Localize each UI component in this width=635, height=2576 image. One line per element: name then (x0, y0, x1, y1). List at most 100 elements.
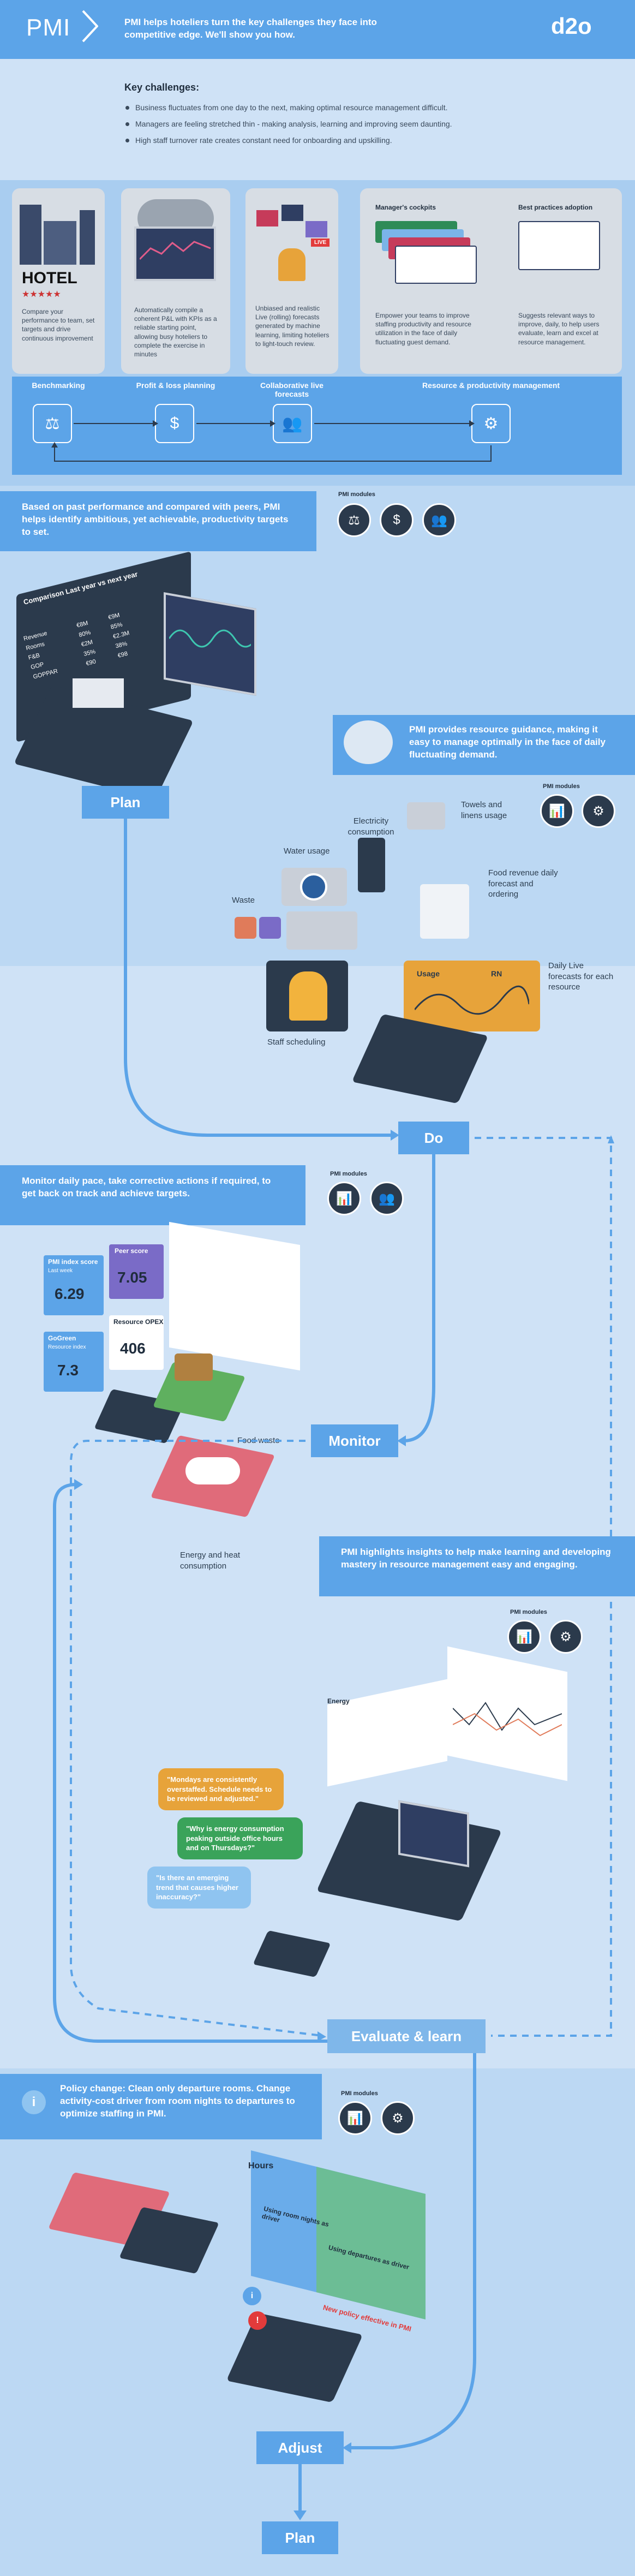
star-rating: ★★★★★ (22, 290, 61, 299)
monitor-icon (134, 226, 216, 281)
electricity-label: Electricity consumption (348, 816, 394, 837)
line-chart-icon (140, 241, 211, 260)
module-icon: ⚙ (549, 1620, 583, 1654)
collab-text: Unbiased and realistic Live (rolling) fo… (255, 305, 330, 348)
kpi-card (109, 1244, 164, 1299)
insight-bubble: "Why is energy consumption peaking outsi… (177, 1817, 303, 1859)
info-icon: i (22, 2090, 46, 2114)
kpi-card (109, 1315, 164, 1370)
stage-adjust: Adjust (256, 2431, 344, 2464)
kpi-title: Peer score (115, 1247, 148, 1255)
kpi-sub: Resource index (48, 1344, 86, 1350)
header-tagline: PMI helps hoteliers turn the key challen… (124, 17, 377, 40)
workflow-icon: ⚙ (471, 404, 511, 443)
profit-loss-card: Automatically compile a coherent P&L wit… (121, 188, 230, 374)
plan-banner: Based on past performance and compared w… (0, 491, 316, 551)
chart-tile-icon (256, 210, 278, 226)
food-waste-label: Food waste (237, 1436, 280, 1445)
kpi-value: 406 (120, 1340, 146, 1357)
insight-bubble: "Mondays are consistently overstaffed. S… (158, 1768, 284, 1810)
stage-evaluate: Evaluate & learn (327, 2019, 486, 2053)
hotel-building-icon (44, 221, 76, 265)
module-icon: 📊 (338, 2101, 372, 2135)
collab-label: Collaborative live forecasts (245, 377, 338, 403)
module-icon: 👥 (370, 1182, 404, 1215)
stage-do: Do (398, 1122, 469, 1154)
stage-plan: Plan (82, 786, 169, 819)
person-icon (289, 971, 327, 1021)
kpi-card (44, 1255, 104, 1315)
evaluate-banner: PMI highlights insights to help make lea… (319, 1536, 635, 1596)
key-challenges-title: Key challenges: (124, 82, 200, 93)
pmi-logo: PMI (26, 14, 71, 41)
collab-card: LIVE Unbiased and realistic Live (rollin… (245, 188, 338, 374)
kpi-title: PMI index score (48, 1258, 98, 1266)
energy-panel (327, 1679, 447, 1787)
towels-icon (407, 802, 445, 830)
module-icon: ⚙ (582, 794, 615, 828)
cockpit-text: Empower your teams to improve staffing p… (375, 312, 471, 346)
module-icon: $ (380, 503, 414, 537)
kpi-value: 7.05 (117, 1269, 147, 1286)
food-basket-icon (175, 1353, 213, 1381)
benchmark-icon: ⚖ (33, 404, 72, 443)
waste-label: Waste (232, 896, 255, 905)
module-icon: 📊 (507, 1620, 541, 1654)
resource-label: Resource & productivity management (360, 377, 622, 394)
bathtub-icon (185, 1457, 240, 1484)
usage-title: Usage (417, 969, 440, 978)
pmi-logo-mark (82, 10, 98, 43)
kpi-sub: Last week (48, 1268, 73, 1274)
kpi-title: GoGreen (48, 1334, 76, 1342)
module-icon: ⚙ (381, 2101, 415, 2135)
benchmarking-card: HOTEL ★★★★★ Compare your performance to … (12, 188, 105, 374)
gauge-icon (300, 873, 327, 901)
waste-chart (286, 911, 357, 950)
adjust-banner: Policy change: Clean only departure room… (0, 2074, 322, 2139)
live-badge: LIVE (311, 238, 330, 247)
stage-monitor: Monitor (311, 1424, 398, 1457)
waste-icon (259, 917, 281, 939)
chart-tile-icon (305, 221, 327, 237)
staffing-line-chart (453, 1702, 562, 1737)
kpi-value: 6.29 (55, 1285, 85, 1302)
modules-label: PMI modules (510, 1609, 547, 1615)
modules-label: PMI modules (330, 1171, 367, 1177)
staff-label: Staff scheduling (267, 1037, 326, 1047)
waste-icon (235, 917, 256, 939)
module-icon: 👥 (422, 503, 456, 537)
cockpit-title: Manager's cockpits (375, 204, 436, 211)
usage-panel (404, 961, 540, 1031)
towels-label: Towels and linens usage (461, 800, 507, 820)
chart-hours-label: Hours (248, 2161, 274, 2170)
desk-monitor (71, 677, 125, 709)
food-label: Food revenue daily forecast and ordering (488, 868, 558, 899)
challenge-item: Business fluctuates from one day to the … (124, 103, 561, 112)
module-icon: 📊 (327, 1182, 361, 1215)
usage-chart (415, 985, 529, 1015)
header: PMI PMI helps hoteliers turn the key cha… (0, 0, 635, 59)
energy-label: Energy and heat consumption (180, 1551, 241, 1571)
insight-bubble: "Is there an emerging trend that causes … (147, 1867, 251, 1909)
kpi-value: 7.3 (57, 1362, 79, 1379)
key-challenges: Key challenges: Business fluctuates from… (124, 82, 561, 152)
best-practices-text: Suggests relevant ways to improve, daily… (518, 312, 600, 346)
person-icon (278, 248, 305, 281)
challenge-item: Managers are feeling stretched thin - ma… (124, 120, 561, 128)
best-practices-title: Best practices adoption (518, 204, 593, 211)
water-label: Water usage (284, 846, 330, 856)
live-forecasts-label: Daily Live forecasts for each resource (548, 961, 614, 992)
food-icon (420, 884, 469, 939)
laptop-icon (518, 221, 600, 270)
benchmarking-label: Benchmarking (12, 377, 105, 394)
resource-card: Manager's cockpits Empower your teams to… (360, 188, 622, 374)
kpi-card (44, 1332, 104, 1392)
hotel-building-icon (20, 205, 41, 265)
profit-loss-label: Profit & loss planning (121, 377, 230, 394)
profit-loss-text: Automatically compile a coherent P&L wit… (134, 306, 217, 358)
energy-panel-label: Energy (327, 1697, 350, 1705)
kpi-list-panel (169, 1221, 300, 1371)
monitor-banner: Monitor daily pace, take corrective acti… (0, 1165, 305, 1225)
handshake-icon (344, 720, 393, 764)
hotel-sign: HOTEL (22, 269, 77, 287)
